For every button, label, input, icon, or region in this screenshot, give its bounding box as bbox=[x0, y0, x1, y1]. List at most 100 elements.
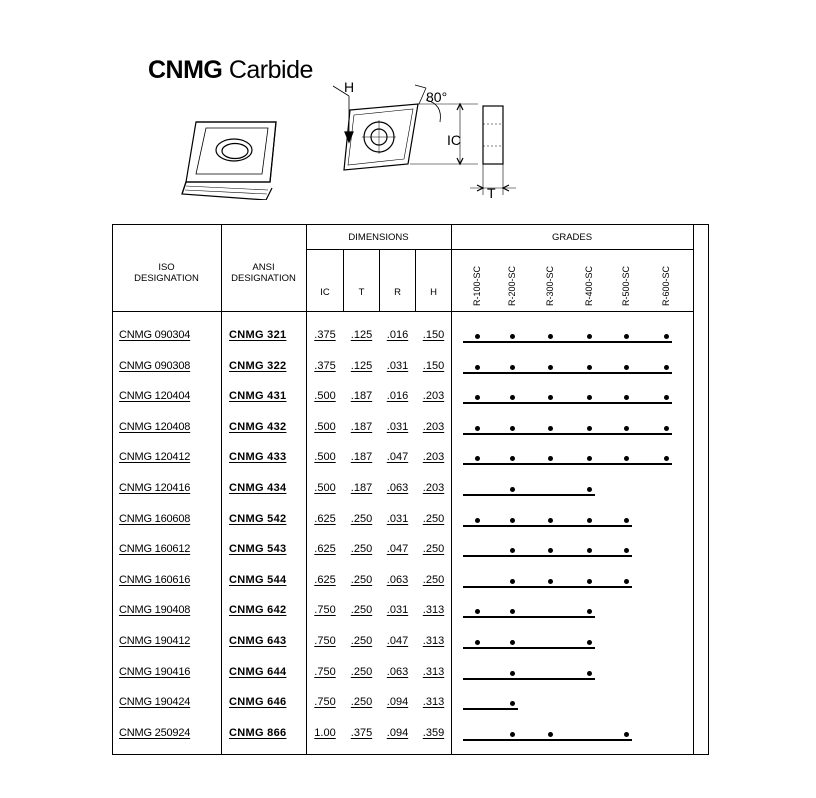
grade-availability-line bbox=[463, 739, 632, 741]
dim-ic: .500 bbox=[314, 451, 336, 463]
dim-t: .250 bbox=[350, 574, 373, 586]
dim-r: .031 bbox=[386, 360, 409, 372]
ansi-designation: CNMG 322 bbox=[229, 360, 287, 372]
grade-available-dot bbox=[510, 518, 515, 523]
iso-designation: CNMG 160616 bbox=[119, 574, 191, 586]
grade-available-dot bbox=[664, 456, 669, 461]
dim-t: .250 bbox=[350, 543, 373, 555]
grade-available-dot bbox=[475, 518, 480, 523]
grade-available-dot bbox=[587, 334, 592, 339]
grade-available-dot bbox=[587, 671, 592, 676]
grade-available-dot bbox=[587, 579, 592, 584]
header-grades: GRADES bbox=[551, 232, 593, 243]
dim-h: .313 bbox=[422, 666, 445, 678]
header-grade-r-500-sc: R-500-SC bbox=[621, 265, 631, 306]
dim-t: .250 bbox=[350, 513, 373, 525]
grade-available-dot bbox=[624, 579, 629, 584]
grade-available-dot bbox=[664, 365, 669, 370]
grade-available-dot bbox=[548, 426, 553, 431]
grade-available-dot bbox=[587, 518, 592, 523]
dim-r: .031 bbox=[386, 421, 409, 433]
grade-availability-line bbox=[463, 616, 595, 618]
dim-ic: 1.00 bbox=[314, 727, 336, 739]
grade-available-dot bbox=[587, 456, 592, 461]
divider bbox=[306, 249, 693, 250]
dim-h: .313 bbox=[422, 635, 445, 647]
dim-ic: .500 bbox=[314, 390, 336, 402]
dim-ic: .375 bbox=[314, 360, 336, 372]
header-ansi: ANSI DESIGNATION bbox=[231, 262, 296, 284]
dim-h: .313 bbox=[422, 604, 445, 616]
title-material: Carbide bbox=[228, 56, 314, 84]
grade-available-dot bbox=[475, 395, 480, 400]
grade-available-dot bbox=[587, 395, 592, 400]
grade-available-dot bbox=[510, 640, 515, 645]
grade-available-dot bbox=[475, 365, 480, 370]
grade-available-dot bbox=[587, 487, 592, 492]
ansi-designation: CNMG 543 bbox=[229, 543, 287, 555]
dim-r: .031 bbox=[386, 513, 409, 525]
grade-available-dot bbox=[475, 640, 480, 645]
header-grade-r-400-sc: R-400-SC bbox=[584, 265, 594, 306]
dim-t: .250 bbox=[350, 604, 373, 616]
dim-h: .203 bbox=[422, 482, 445, 494]
dim-t: .125 bbox=[350, 329, 373, 341]
ansi-designation: CNMG 321 bbox=[229, 329, 287, 341]
grade-available-dot bbox=[548, 518, 553, 523]
dim-r: .063 bbox=[386, 574, 409, 586]
grade-available-dot bbox=[510, 487, 515, 492]
grade-availability-line bbox=[463, 525, 632, 527]
dim-ic: .750 bbox=[314, 635, 336, 647]
grade-available-dot bbox=[624, 334, 629, 339]
grade-availability-line bbox=[463, 433, 672, 435]
grade-available-dot bbox=[624, 732, 629, 737]
dim-t: .187 bbox=[350, 390, 373, 402]
divider bbox=[221, 224, 222, 755]
grade-available-dot bbox=[548, 456, 553, 461]
ansi-designation: CNMG 544 bbox=[229, 574, 287, 586]
dim-h: .250 bbox=[422, 543, 445, 555]
dim-h: .250 bbox=[422, 574, 445, 586]
dim-t: .250 bbox=[350, 635, 373, 647]
grade-availability-line bbox=[463, 708, 518, 710]
dim-t: .187 bbox=[350, 451, 373, 463]
grade-available-dot bbox=[587, 548, 592, 553]
grade-available-dot bbox=[510, 732, 515, 737]
grade-available-dot bbox=[475, 609, 480, 614]
divider bbox=[379, 249, 380, 311]
header-dim-h: H bbox=[430, 287, 437, 298]
ansi-designation: CNMG 643 bbox=[229, 635, 287, 647]
page-title: CNMG Carbide bbox=[148, 56, 313, 84]
grade-available-dot bbox=[664, 426, 669, 431]
dim-h: .250 bbox=[422, 513, 445, 525]
grade-available-dot bbox=[548, 732, 553, 737]
grade-available-dot bbox=[548, 548, 553, 553]
dim-ic: .750 bbox=[314, 666, 336, 678]
dim-t: .125 bbox=[350, 360, 373, 372]
ansi-designation: CNMG 866 bbox=[229, 727, 287, 739]
dim-r: .016 bbox=[386, 390, 409, 402]
header-dim-ic: IC bbox=[320, 287, 330, 298]
dim-h: .203 bbox=[422, 390, 445, 402]
insert-drawing: H 80° IC T bbox=[181, 79, 516, 200]
iso-designation: CNMG 120408 bbox=[119, 421, 191, 433]
header-grade-r-200-sc: R-200-SC bbox=[507, 265, 517, 306]
ansi-designation: CNMG 434 bbox=[229, 482, 287, 494]
dim-ic: .750 bbox=[314, 604, 336, 616]
iso-designation: CNMG 120412 bbox=[119, 451, 191, 463]
grade-availability-line bbox=[463, 372, 672, 374]
grade-available-dot bbox=[510, 609, 515, 614]
dim-r: .063 bbox=[386, 666, 409, 678]
header-dim-t: T bbox=[358, 287, 365, 298]
label-angle: 80° bbox=[426, 89, 447, 105]
dim-t: .187 bbox=[350, 421, 373, 433]
dim-t: .187 bbox=[350, 482, 373, 494]
dim-r: .016 bbox=[386, 329, 409, 341]
dim-r: .063 bbox=[386, 482, 409, 494]
grade-available-dot bbox=[624, 548, 629, 553]
grade-availability-line bbox=[463, 494, 595, 496]
dim-ic: .500 bbox=[314, 421, 336, 433]
grade-availability-line bbox=[463, 586, 632, 588]
iso-designation: CNMG 120416 bbox=[119, 482, 191, 494]
grade-available-dot bbox=[548, 395, 553, 400]
